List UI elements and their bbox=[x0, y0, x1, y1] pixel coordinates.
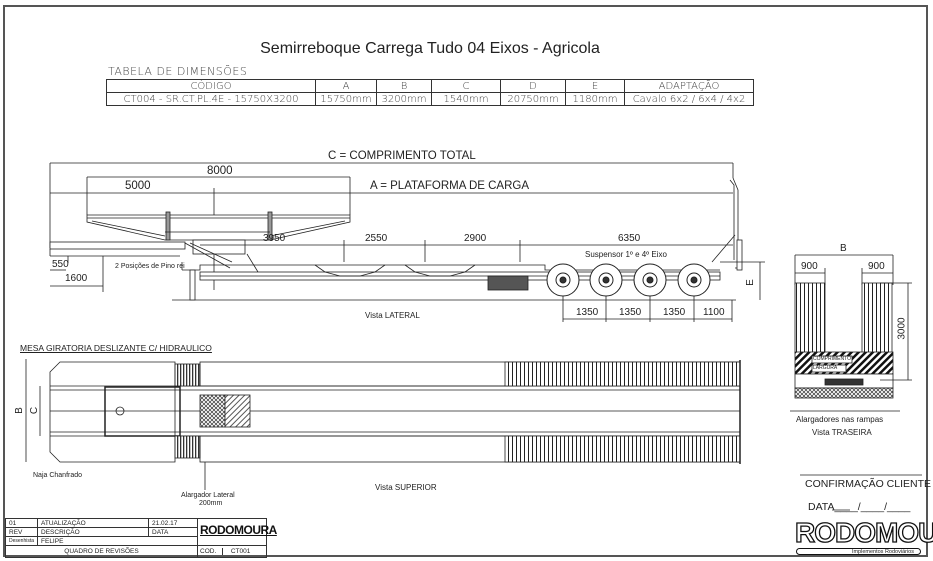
revision-footer-row: QUADRO DE REVISÕES COD. CT001 bbox=[4, 545, 268, 558]
rev-header-rev: REV bbox=[4, 527, 39, 537]
drawing-frame bbox=[3, 5, 928, 557]
dim-axle2-value: 1350 bbox=[619, 307, 642, 318]
rev-date: 21.02.17 bbox=[148, 518, 199, 528]
dimension-table-row: CT004 - SR.CT.PL.4E - 15750X3200 15750mm… bbox=[106, 92, 754, 106]
rear-view-label: Vista TRASEIRA bbox=[812, 428, 872, 437]
rear-ramp-height: 3000 bbox=[896, 317, 908, 340]
wheels bbox=[546, 263, 711, 297]
cell-e: 1180mm bbox=[565, 92, 625, 106]
client-date-field: DATA____/____/____ bbox=[808, 501, 911, 513]
turntable-label: MESA GIRATORIA DESLIZANTE C/ HIDRAULICO bbox=[20, 343, 212, 353]
top-width-b: B bbox=[13, 407, 25, 414]
dimension-table-caption: TABELA DE DIMENSÕES bbox=[108, 65, 248, 78]
suspension-note: Suspensor 1º e 4º Eixo bbox=[585, 250, 667, 259]
code-value: CT001 bbox=[230, 548, 251, 555]
designer-label: Desenhista bbox=[4, 536, 39, 546]
rear-width-b: B bbox=[840, 243, 847, 254]
dim-seg2-value: 2550 bbox=[365, 233, 388, 244]
cell-c: 1540mm bbox=[431, 92, 501, 106]
rear-sign-width: LARGURA bbox=[813, 365, 838, 371]
dim-seg4-value: 6350 bbox=[618, 233, 641, 244]
dimension-table-header: CÓDIGO A B C D E ADAPTAÇÃO bbox=[106, 79, 754, 93]
dim-pin-offset-value: 1600 bbox=[65, 273, 88, 284]
dimension-table: CÓDIGO A B C D E ADAPTAÇÃO CT004 - SR.CT… bbox=[106, 79, 754, 106]
cell-a: 15750mm bbox=[315, 92, 377, 106]
drawing-title: Semirreboque Carrega Tudo 04 Eixos - Agr… bbox=[260, 40, 600, 57]
revision-footer: QUADRO DE REVISÕES bbox=[4, 545, 199, 558]
widener-note-1: Alargador Lateral bbox=[181, 492, 235, 499]
total-length-label: C = COMPRIMENTO TOTAL bbox=[328, 150, 476, 162]
dim-front-overhang-value: 5000 bbox=[125, 180, 151, 192]
top-view-label: Vista SUPERIOR bbox=[375, 483, 437, 492]
rear-view bbox=[790, 254, 912, 412]
chamfer-note: Naja Chanfrado bbox=[33, 472, 83, 479]
side-view bbox=[49, 162, 765, 322]
dim-seg3-value: 2900 bbox=[464, 233, 487, 244]
rear-left-ramp: 900 bbox=[801, 261, 818, 272]
side-view-label: Vista LATERAL bbox=[365, 311, 420, 320]
dim-axle3-value: 1350 bbox=[663, 307, 686, 318]
rear-right-ramp: 900 bbox=[868, 261, 885, 272]
dim-seg1-value: 3950 bbox=[263, 233, 286, 244]
rodomoura-logo: RODOMOURA bbox=[794, 516, 933, 548]
designer-name: FELIPE bbox=[37, 536, 199, 546]
top-view bbox=[25, 359, 741, 490]
cell-b: 3200mm bbox=[376, 92, 432, 106]
rodomoura-logo-small: RODOMOURA bbox=[200, 523, 277, 537]
platform-label: A = PLATAFORMA DE CARGA bbox=[370, 180, 530, 192]
rear-sign-length: COMPRIMENTO bbox=[813, 356, 851, 362]
rev-header-desc: DESCRIÇÃO bbox=[37, 527, 150, 537]
rev-header-date: DATA bbox=[148, 527, 199, 537]
widener-note-2: 200mm bbox=[199, 500, 223, 507]
dim-rear-value: 1100 bbox=[703, 307, 725, 318]
revision-table: 01 ATUALIZAÇÃO 21.02.17 REV DESCRIÇÃO DA… bbox=[4, 518, 268, 558]
cell-adaptacao: Cavalo 6x2 / 6x4 / 4x2 bbox=[624, 92, 754, 106]
code-cell: COD. CT001 bbox=[197, 545, 268, 558]
dim-axle1-value: 1350 bbox=[576, 307, 599, 318]
title-block-lines bbox=[800, 474, 922, 511]
dim-pin-height-value: 550 bbox=[52, 259, 69, 270]
rear-note: Alargadores nas rampas bbox=[796, 415, 884, 424]
dim-height-e: E bbox=[744, 279, 756, 286]
pin-note: 2 Posições de Pino rei bbox=[115, 263, 185, 270]
code-label: COD. bbox=[198, 548, 224, 555]
client-confirm-label: CONFIRMAÇÃO CLIENTE bbox=[805, 478, 932, 490]
rev-description: ATUALIZAÇÃO bbox=[37, 518, 150, 528]
dim-gooseneck-value: 8000 bbox=[207, 165, 233, 177]
top-width-c: C bbox=[29, 406, 41, 415]
rev-number: 01 bbox=[4, 518, 39, 528]
rodomoura-logo-subtitle: Implementos Rodoviários bbox=[796, 548, 921, 555]
